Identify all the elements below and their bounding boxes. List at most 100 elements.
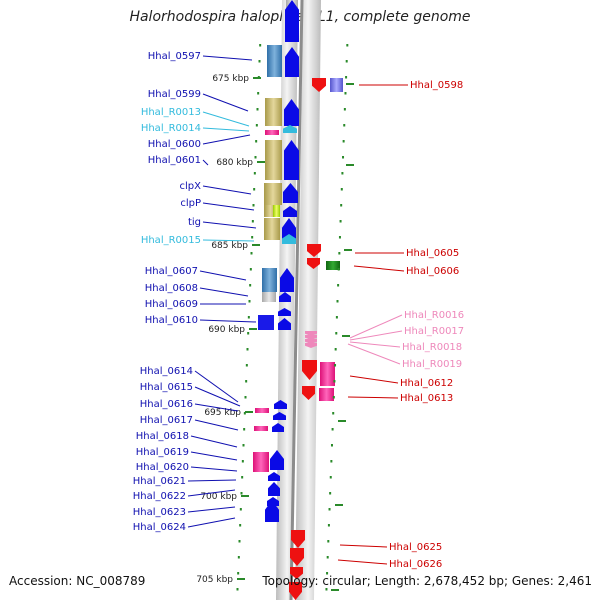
block-pink — [254, 426, 268, 431]
tick-dot — [237, 572, 240, 575]
tick-dot — [243, 412, 246, 415]
reverse-gene-arrow — [305, 343, 317, 348]
gene-label[interactable]: Hhal_0621 — [133, 476, 186, 487]
forward-gene-arrow — [278, 308, 291, 316]
gene-label[interactable]: Hhal_0597 — [148, 51, 201, 62]
tick-dot — [346, 44, 349, 47]
block-pink — [319, 388, 334, 401]
tick-dot — [251, 236, 254, 239]
gene-label[interactable]: Hhal_0609 — [145, 299, 198, 310]
right-leader-lines — [337, 84, 408, 565]
leader-line — [337, 559, 388, 565]
gene-label[interactable]: Hhal_0618 — [136, 431, 189, 442]
gene-label[interactable]: Hhal_0601 — [148, 155, 201, 166]
gene-label[interactable]: Hhal_0600 — [148, 139, 201, 150]
tick-dot — [345, 60, 348, 63]
tick-dot — [239, 524, 242, 527]
gene-label[interactable]: Hhal_0619 — [136, 447, 189, 458]
gene-label[interactable]: Hhal_0599 — [148, 89, 201, 100]
gene-label[interactable]: Hhal_R0017 — [404, 326, 464, 337]
tick-dot — [238, 540, 241, 543]
tick-dot — [237, 556, 240, 559]
tick-dot — [343, 108, 346, 111]
tick-dot — [332, 396, 335, 399]
gene-label[interactable]: Hhal_0613 — [400, 393, 453, 404]
forward-gene-arrow — [272, 423, 284, 432]
forward-gene-arrow — [283, 206, 297, 217]
forward-gene-arrow — [285, 0, 299, 42]
tick-dot — [253, 188, 256, 191]
gene-label[interactable]: Hhal_R0013 — [141, 107, 201, 118]
gene-label[interactable]: Hhal_0626 — [389, 559, 442, 570]
tick-dot — [344, 92, 347, 95]
gene-label[interactable]: Hhal_0612 — [400, 378, 453, 389]
leader-line — [349, 330, 403, 341]
gene-label[interactable]: Hhal_0616 — [140, 399, 193, 410]
block-khaki — [265, 140, 282, 180]
forward-gene-arrow — [280, 268, 294, 292]
reverse-gene-arrow — [312, 78, 326, 92]
gene-label[interactable]: Hhal_0608 — [145, 283, 198, 294]
leader-line — [349, 314, 403, 339]
leader-line — [194, 370, 239, 403]
gene-label[interactable]: clpP — [180, 198, 201, 209]
forward-gene-arrow — [268, 472, 280, 481]
topology-label: Topology: circular; Length: 2,678,452 bp… — [262, 574, 592, 588]
left-leader-lines — [187, 55, 257, 528]
block-lime — [273, 205, 280, 217]
leader-line — [202, 185, 252, 195]
gene-label[interactable]: Hhal_0620 — [136, 462, 189, 473]
gene-label[interactable]: Hhal_0625 — [389, 542, 442, 553]
tick-dot — [339, 220, 342, 223]
gene-label[interactable]: Hhal_0614 — [140, 366, 193, 377]
tick-dot — [239, 508, 242, 511]
leader-line — [190, 435, 238, 448]
reverse-gene-arrow — [305, 339, 317, 344]
reverse-gene-arrow — [307, 258, 320, 269]
tick-dot — [330, 444, 333, 447]
tick-dot — [251, 220, 254, 223]
forward-gene-arrow — [282, 218, 296, 240]
gene-label[interactable]: Hhal_R0015 — [141, 235, 201, 246]
leader-line — [190, 466, 238, 472]
gene-label[interactable]: Hhal_0607 — [145, 266, 198, 277]
tick-dot — [341, 172, 344, 175]
tick-dot — [329, 492, 332, 495]
leader-line — [194, 419, 239, 431]
leader-line — [199, 319, 257, 323]
scale-tick-label: 700 kbp — [200, 492, 237, 502]
tick-dot — [330, 460, 333, 463]
forward-gene-arrow — [284, 99, 299, 126]
tick-dot — [242, 444, 245, 447]
tick-dot — [326, 556, 329, 559]
tick-dot — [243, 428, 246, 431]
gene-label[interactable]: Hhal_0598 — [410, 80, 463, 91]
leader-line — [187, 489, 236, 497]
gene-label[interactable]: Hhal_0605 — [406, 248, 459, 259]
gene-label[interactable]: Hhal_0606 — [406, 266, 459, 277]
gene-label[interactable]: Hhal_0623 — [133, 507, 186, 518]
gene-label[interactable]: tig — [188, 217, 201, 228]
reverse-gene-arrow — [302, 386, 315, 400]
gene-label[interactable]: Hhal_0622 — [133, 491, 186, 502]
gene-label[interactable]: clpX — [180, 181, 202, 192]
gene-label[interactable]: Hhal_R0016 — [404, 310, 464, 321]
tick-dot — [342, 140, 345, 143]
block-pink — [265, 130, 279, 135]
gene-label[interactable]: Hhal_0624 — [133, 522, 186, 533]
gene-label[interactable]: Hhal_R0018 — [402, 342, 462, 353]
reverse-gene-arrow — [305, 331, 317, 336]
block-blue — [258, 315, 274, 330]
gene-label[interactable]: Hhal_0610 — [145, 315, 198, 326]
leader-line — [349, 341, 401, 348]
gene-label[interactable]: Hhal_0615 — [140, 382, 193, 393]
forward-gene-arrow — [265, 500, 279, 522]
tick-dot — [255, 124, 258, 127]
gene-label[interactable]: Hhal_R0019 — [402, 359, 462, 370]
gene-label[interactable]: Hhal_0617 — [140, 415, 193, 426]
tick-dot — [329, 476, 332, 479]
tick-dot — [248, 300, 251, 303]
reverse-gene-arrow — [289, 582, 302, 600]
gene-label[interactable]: Hhal_R0014 — [141, 123, 201, 134]
